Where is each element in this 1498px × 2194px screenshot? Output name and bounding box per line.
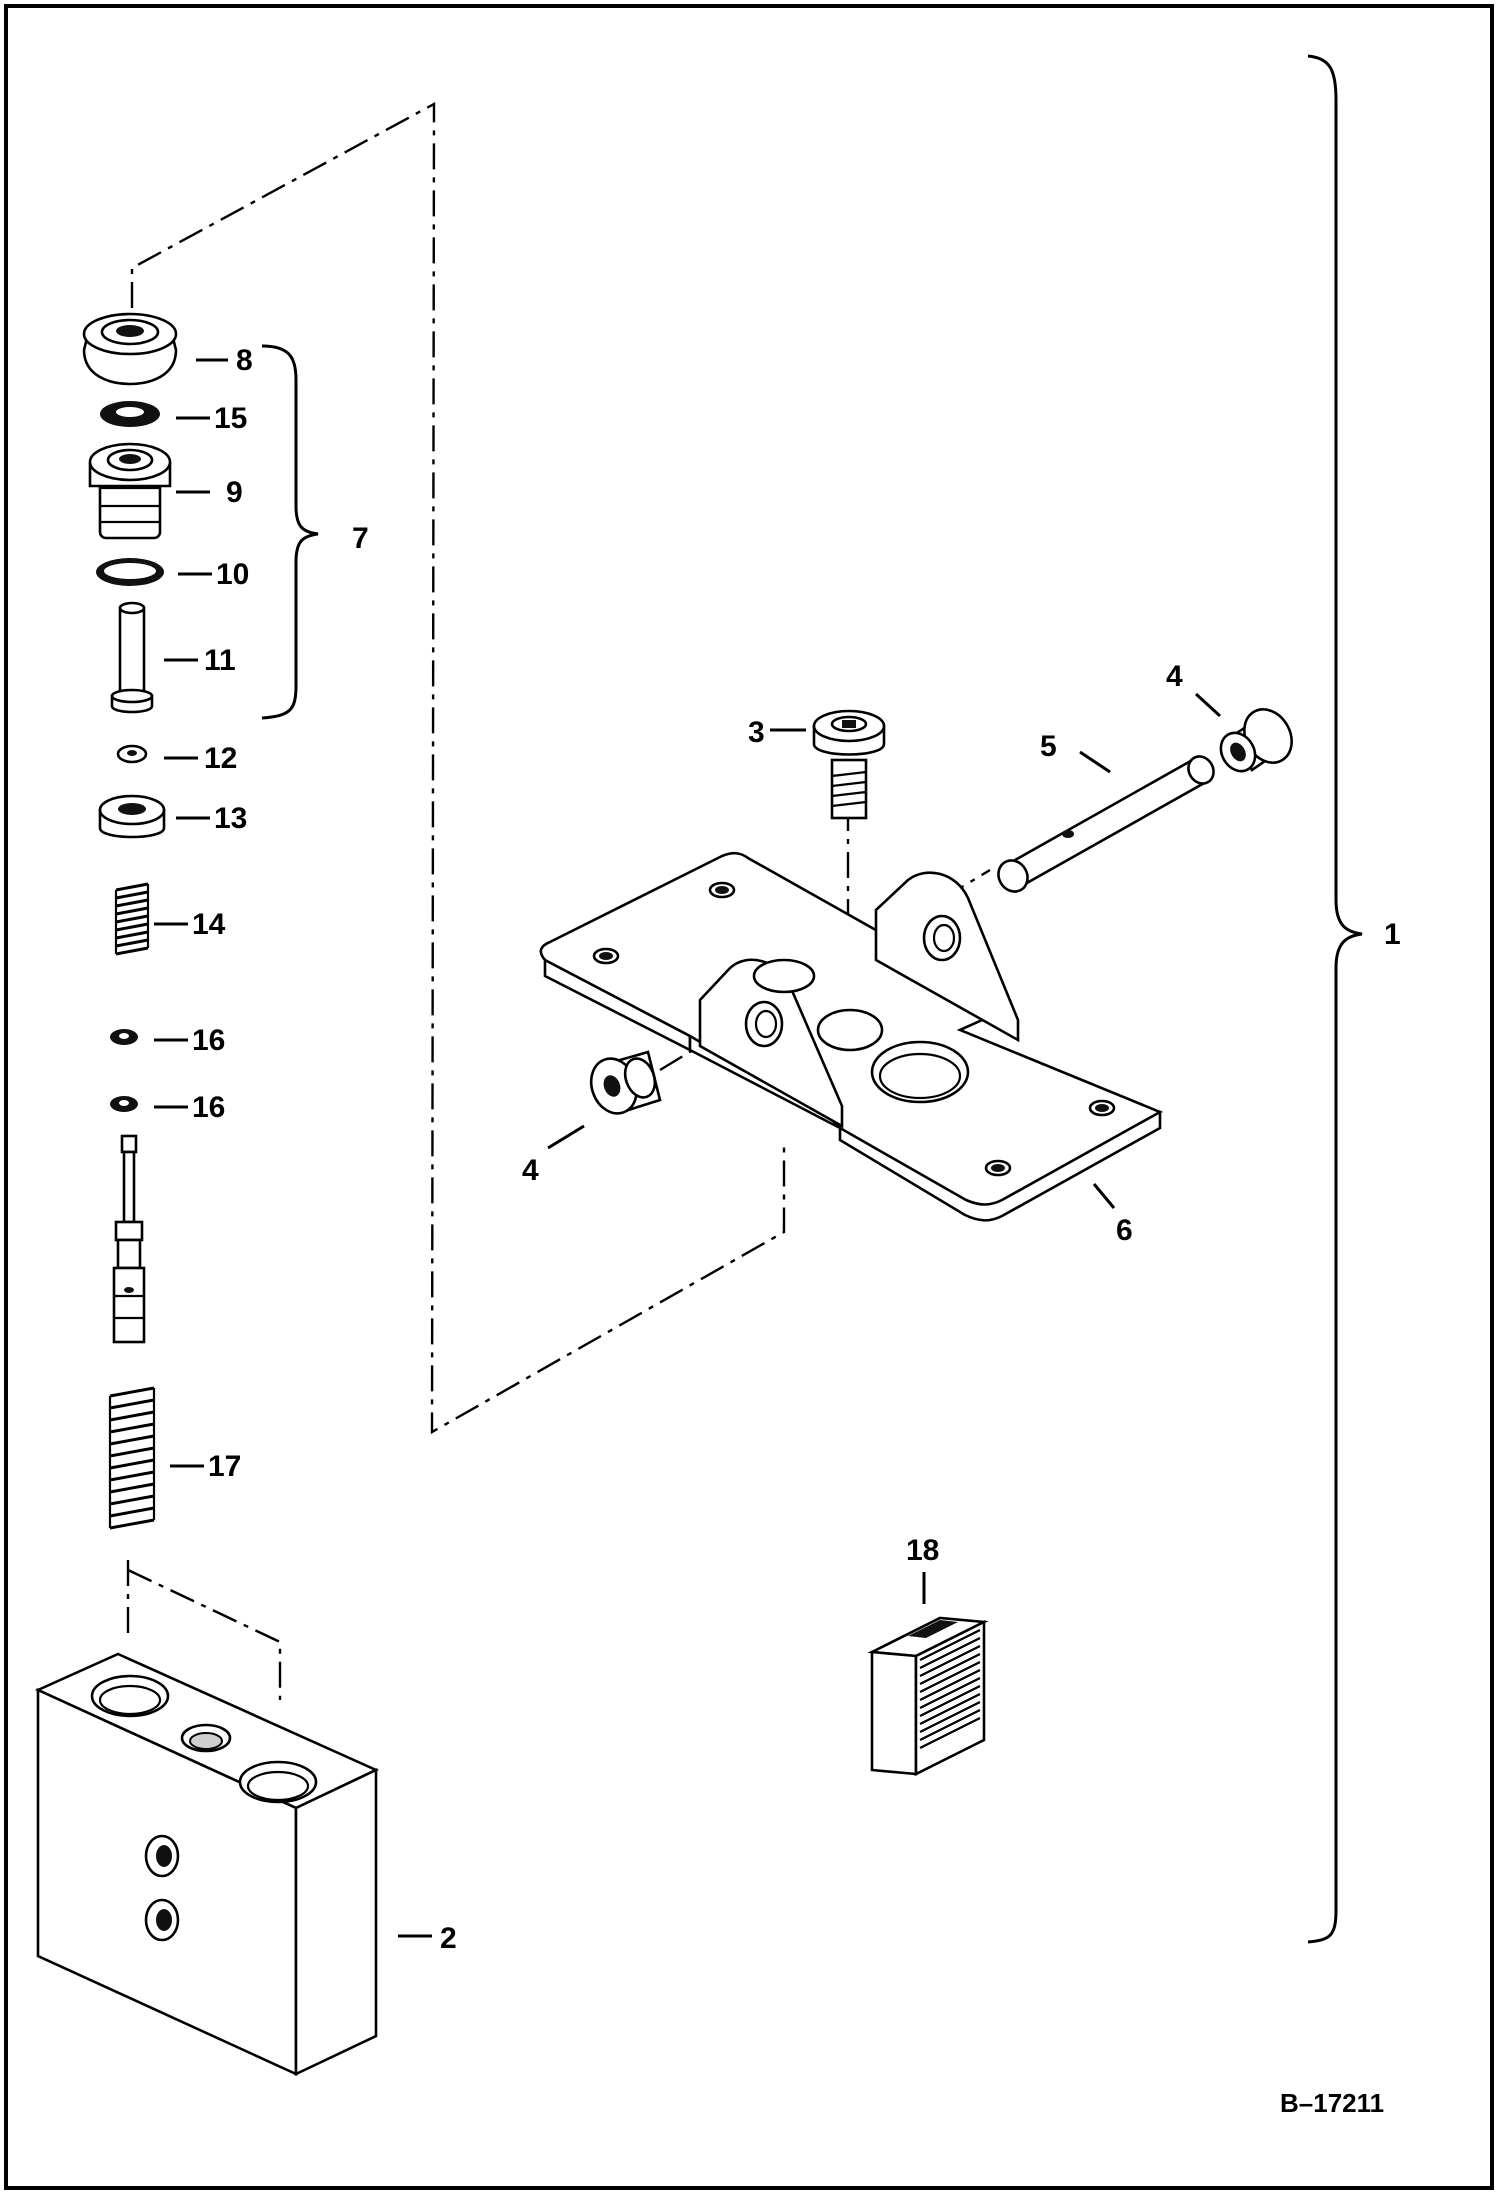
callout-16-upper: 16 (192, 1024, 225, 1057)
callout-5: 5 (1040, 730, 1057, 763)
part-5-pin (997, 755, 1215, 893)
callout-11: 11 (204, 644, 236, 677)
figure-id: B–17211 (1280, 2088, 1384, 2118)
part-14-spring (114, 882, 150, 956)
callout-14: 14 (192, 908, 226, 941)
callout-labels: 1 2 3 4 4 5 6 7 8 9 10 11 12 13 14 15 16… (192, 344, 1401, 2118)
part-18-module (867, 1616, 989, 1777)
callout-7: 7 (352, 522, 369, 555)
bracket-item-1 (1307, 54, 1363, 1944)
part-3-bolt (812, 709, 886, 820)
part-15-oring (100, 401, 160, 427)
part-13-seat (98, 794, 166, 839)
part-16-ring-lower (110, 1096, 138, 1112)
callout-15: 15 (214, 402, 247, 435)
part-17-spring (108, 1386, 156, 1530)
frame-border (4, 4, 1494, 2190)
part-8-cap (82, 312, 178, 386)
callout-3: 3 (748, 716, 765, 749)
leader-lines (154, 358, 1222, 1938)
callout-10: 10 (216, 558, 249, 591)
callout-17: 17 (208, 1450, 241, 1483)
part-2-valve-block (34, 1652, 380, 2077)
assembly-lines (126, 101, 991, 1700)
callout-16-lower: 16 (192, 1091, 225, 1124)
part-4-bushing-lower (589, 1050, 662, 1115)
callout-8: 8 (236, 344, 253, 377)
callout-18: 18 (906, 1534, 939, 1567)
part-16-ring-upper (110, 1029, 138, 1045)
callout-4-lower: 4 (522, 1154, 539, 1187)
part-12-washer (116, 744, 148, 764)
part-10-ring (96, 558, 164, 586)
callout-13: 13 (214, 802, 247, 835)
callout-4-upper: 4 (1166, 660, 1183, 693)
bracket-item-7 (261, 344, 319, 720)
callout-1: 1 (1384, 918, 1401, 951)
part-11-sleeve (110, 601, 154, 714)
part-6-plate (539, 851, 1163, 1222)
part-spool (112, 1134, 146, 1344)
part-4-bushing-upper (1219, 708, 1293, 773)
part-9-plug (88, 442, 172, 540)
callout-9: 9 (226, 476, 243, 509)
callout-6: 6 (1116, 1214, 1133, 1247)
callout-12: 12 (204, 742, 237, 775)
callout-2: 2 (440, 1922, 457, 1955)
